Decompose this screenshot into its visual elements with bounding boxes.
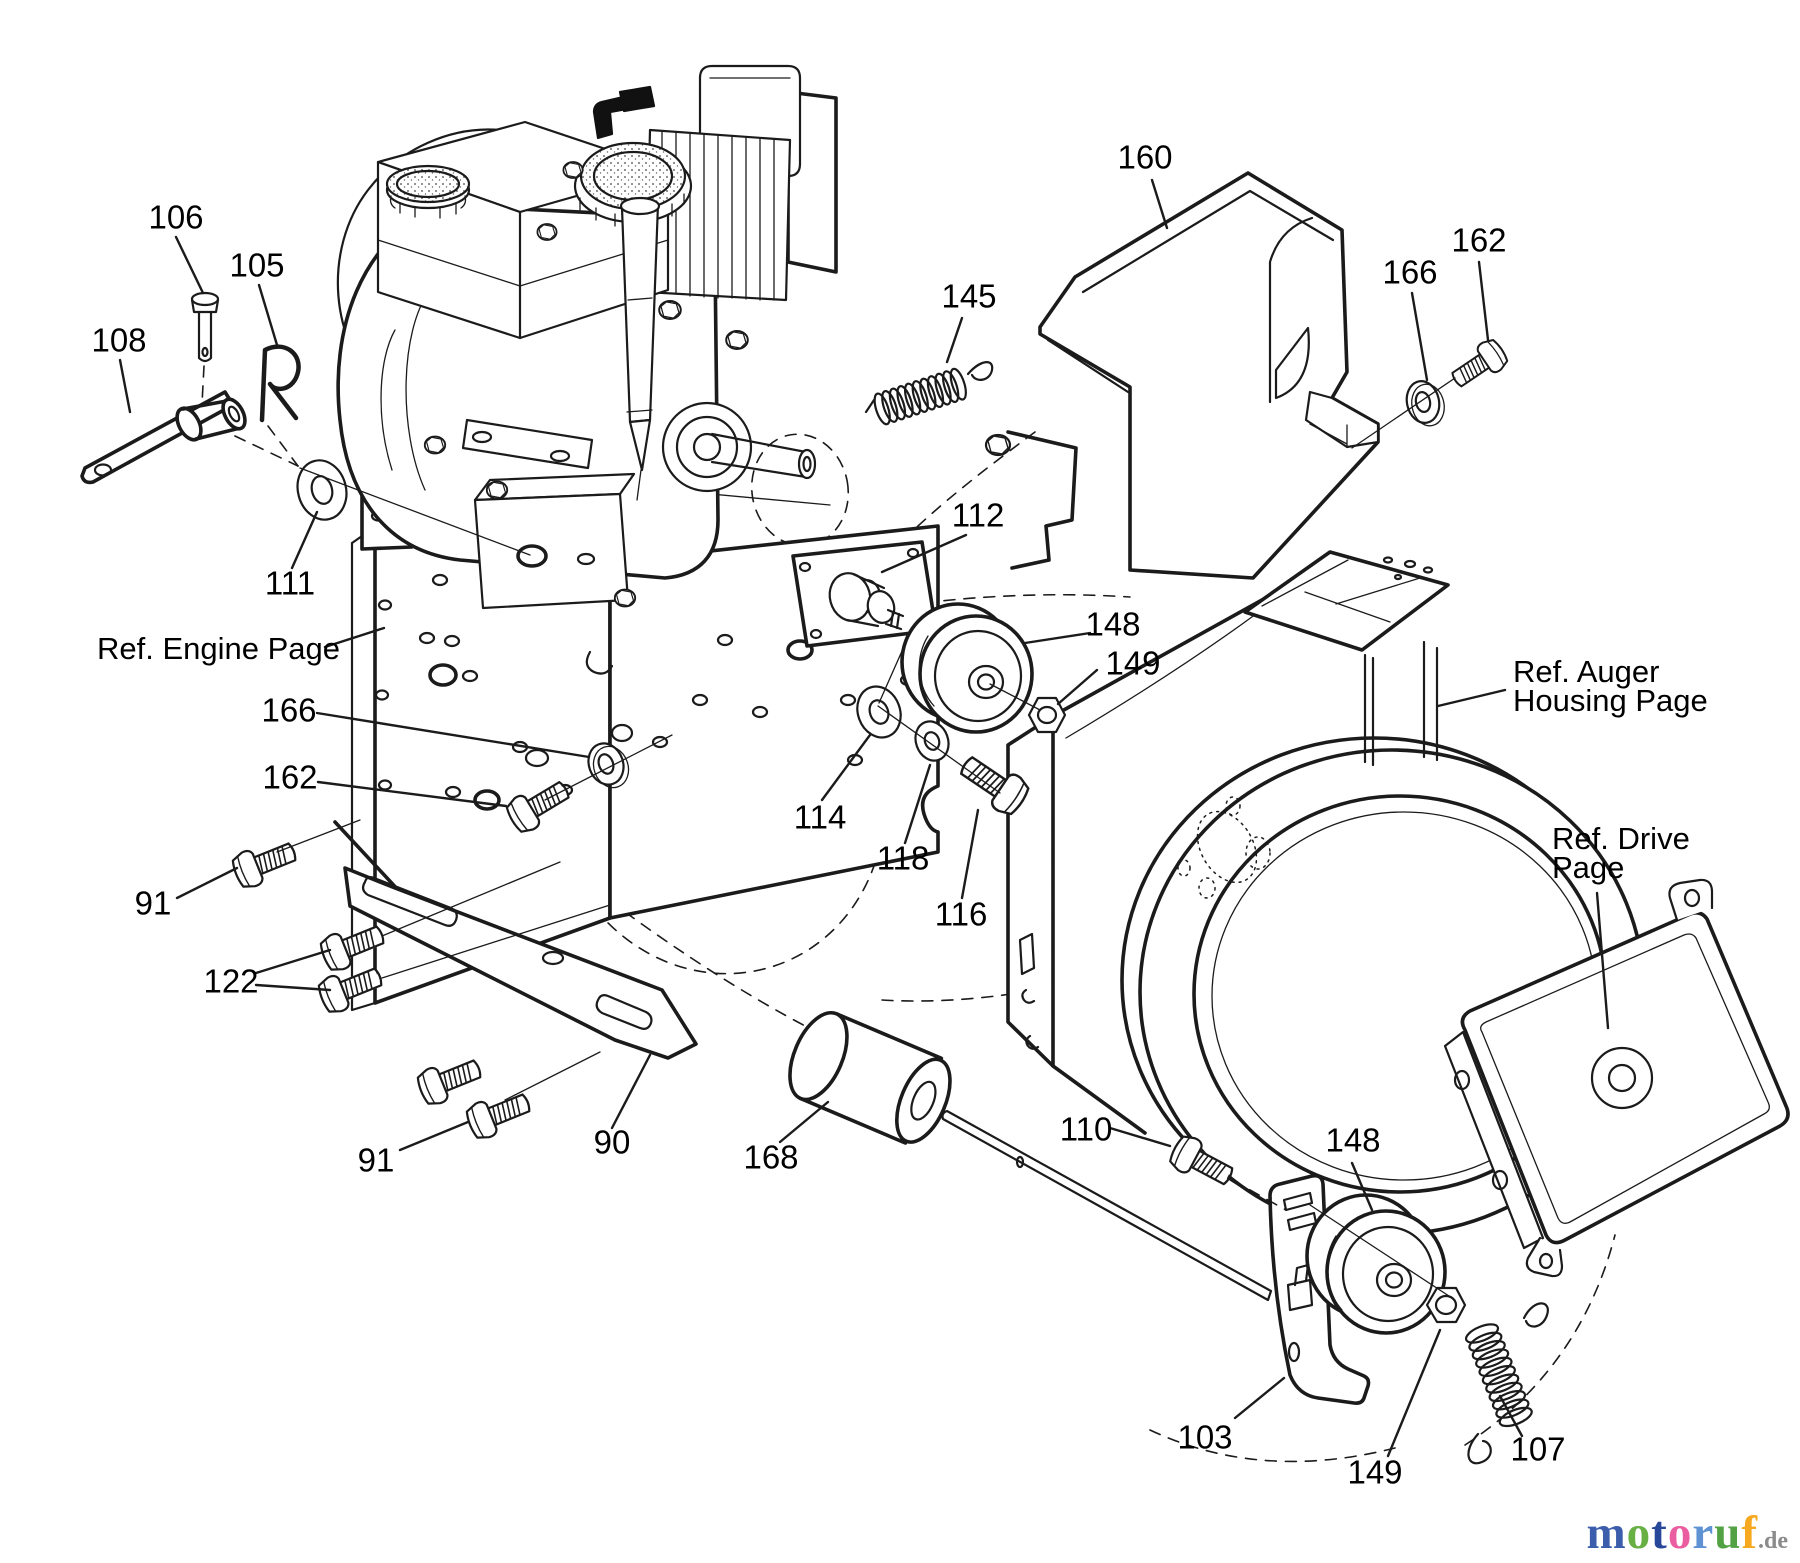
part-label-page: Page xyxy=(1552,850,1624,885)
watermark-letter: o xyxy=(1626,1507,1652,1559)
roller-spacer-168 xyxy=(788,1010,952,1145)
part-label-housing-page: Housing Page xyxy=(1513,683,1708,718)
part-label-114: 114 xyxy=(794,799,847,836)
extension-spring-107 xyxy=(1464,1302,1549,1465)
nut-149-upper xyxy=(1027,696,1067,734)
engine-assembly xyxy=(336,64,1078,610)
part-label-ref-auger: Ref. Auger xyxy=(1513,654,1659,689)
bolt-162-top xyxy=(1445,334,1512,396)
washer-166-left xyxy=(587,742,630,789)
part-label-108: 108 xyxy=(91,322,146,359)
part-label-116: 116 xyxy=(935,896,988,933)
watermark-letter: m xyxy=(1586,1507,1627,1559)
part-label-118: 118 xyxy=(877,840,930,877)
part-label-166: 166 xyxy=(261,692,316,729)
watermark-word: motoruf xyxy=(1587,1507,1758,1559)
assembly-axis-lines xyxy=(234,377,1456,1299)
drive-plate xyxy=(1443,878,1790,1278)
part-label-166: 166 xyxy=(1382,254,1437,291)
washer-166-top xyxy=(1405,380,1445,427)
part-label-110: 110 xyxy=(1060,1111,1113,1148)
watermark-tld: .de xyxy=(1758,1528,1788,1554)
part-label-160: 160 xyxy=(1117,139,1172,176)
part-label-91: 91 xyxy=(358,1142,395,1179)
part-label-91: 91 xyxy=(135,885,172,922)
watermark-letter: f xyxy=(1741,1507,1758,1559)
part-label-111: 111 xyxy=(265,565,315,602)
watermark-letter: o xyxy=(1667,1507,1693,1559)
part-label-122: 122 xyxy=(203,963,258,1000)
belt-cover-160 xyxy=(1038,171,1380,580)
chute-neck xyxy=(1363,640,1439,767)
part-label-162: 162 xyxy=(1451,222,1506,259)
part-label-ref-drive: Ref. Drive xyxy=(1552,821,1690,856)
part-label-148: 148 xyxy=(1325,1122,1380,1159)
part-label-149: 149 xyxy=(1347,1454,1402,1491)
part-label-168: 168 xyxy=(743,1139,798,1176)
label-leader-lines xyxy=(118,178,1610,1458)
shift-bracket-108 xyxy=(80,390,247,485)
part-label-112: 112 xyxy=(952,497,1005,534)
watermark-letter: u xyxy=(1714,1507,1742,1559)
part-label-145: 145 xyxy=(941,278,996,315)
hairpin-cotter-105 xyxy=(259,344,301,467)
part-label-105: 105 xyxy=(229,247,284,284)
part-label-ref-engine-page: Ref. Engine Page xyxy=(97,631,340,666)
part-label-162: 162 xyxy=(262,759,317,796)
tension-spring-145 xyxy=(864,361,994,426)
part-label-149: 149 xyxy=(1105,645,1160,682)
watermark-letter: t xyxy=(1651,1507,1668,1559)
part-label-90: 90 xyxy=(594,1124,631,1161)
watermark-letter: r xyxy=(1692,1507,1715,1559)
part-label-106: 106 xyxy=(148,199,203,236)
watermark: motoruf.de xyxy=(1587,1510,1788,1557)
washer-111 xyxy=(296,459,348,521)
idler-pulley-148-upper xyxy=(900,602,1034,734)
washer-114 xyxy=(856,685,902,739)
part-label-148: 148 xyxy=(1085,606,1140,643)
part-label-107: 107 xyxy=(1510,1431,1565,1468)
clevis-pin-106 xyxy=(190,291,220,405)
part-label-103: 103 xyxy=(1177,1419,1232,1456)
idler-spacer-112 xyxy=(791,540,938,648)
